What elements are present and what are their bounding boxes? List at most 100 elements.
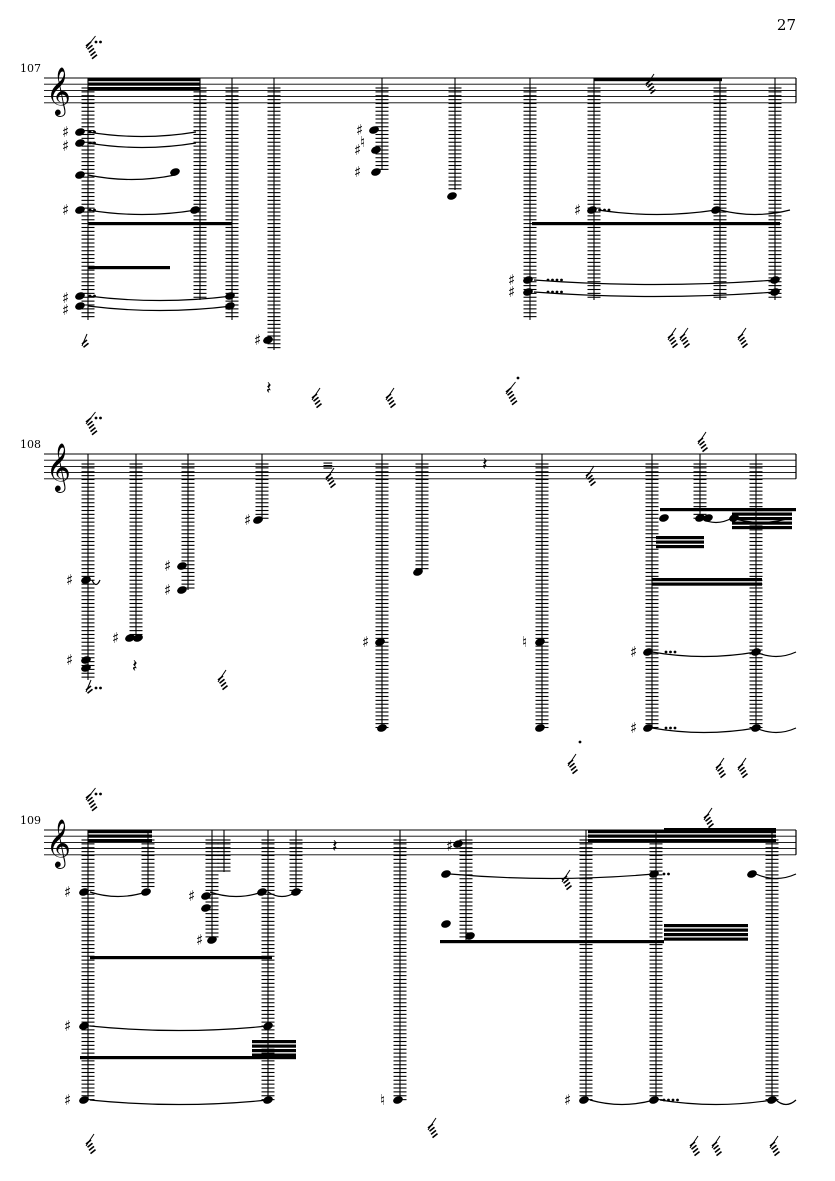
notehead bbox=[371, 146, 381, 154]
tie bbox=[87, 305, 233, 312]
beam bbox=[88, 839, 152, 843]
tremolo-chord: ≡ bbox=[322, 458, 334, 474]
flag bbox=[572, 768, 578, 775]
flag bbox=[563, 878, 569, 884]
augmentation-dot bbox=[93, 208, 96, 212]
flag-stem bbox=[85, 1133, 95, 1147]
notehead bbox=[377, 724, 387, 732]
treble-clef: 𝄞 bbox=[46, 66, 71, 117]
augmentation-dot bbox=[546, 278, 550, 282]
natural-sign: ♮ bbox=[360, 133, 365, 151]
tie bbox=[87, 142, 197, 149]
flag bbox=[740, 339, 747, 346]
sharp-sign: ♯ bbox=[112, 629, 119, 647]
flag-stem bbox=[567, 753, 577, 767]
notehead bbox=[747, 870, 757, 878]
flag-stem bbox=[505, 381, 516, 395]
notehead bbox=[535, 638, 545, 646]
tie bbox=[651, 727, 757, 734]
sharp-sign: ♯ bbox=[630, 719, 637, 737]
system-107-notes: ♯♯♯♯♯♯♯♯♯♯♯♯♮𝄽 bbox=[62, 73, 791, 409]
flag-stem bbox=[703, 807, 713, 821]
augmentation-dot bbox=[546, 290, 550, 294]
augmentation-dot bbox=[671, 1098, 675, 1102]
sharp-sign: ♯ bbox=[508, 283, 515, 301]
augmentation-dot bbox=[662, 872, 666, 876]
beam bbox=[252, 1040, 296, 1044]
flag bbox=[717, 766, 723, 772]
sharp-sign: ♯ bbox=[630, 643, 637, 661]
beam bbox=[88, 78, 200, 82]
flag bbox=[511, 400, 518, 406]
flag-stem bbox=[427, 1117, 437, 1131]
sharp-sign: ♯ bbox=[62, 123, 69, 141]
beam bbox=[88, 87, 200, 91]
augmentation-dot bbox=[88, 208, 92, 212]
flag bbox=[590, 480, 596, 487]
tie bbox=[91, 579, 101, 586]
augmentation-dot bbox=[673, 650, 677, 654]
augmentation-dot bbox=[99, 416, 102, 420]
augmentation-dot bbox=[99, 792, 102, 796]
notehead bbox=[75, 128, 85, 136]
measure-number: 107 bbox=[20, 62, 41, 75]
flag bbox=[648, 85, 655, 92]
augmentation-dot bbox=[93, 294, 96, 298]
flag bbox=[327, 476, 333, 482]
sharp-sign: ♯ bbox=[64, 1091, 71, 1109]
flag bbox=[88, 1145, 95, 1152]
flag bbox=[91, 430, 98, 436]
augmentation-dot bbox=[555, 290, 559, 294]
flag bbox=[681, 336, 687, 342]
sharp-sign: ♯ bbox=[188, 887, 195, 905]
flag-stem bbox=[711, 1135, 721, 1149]
notehead bbox=[371, 168, 381, 176]
natural-sign: ♮ bbox=[380, 1091, 385, 1109]
flag-stem bbox=[645, 73, 655, 87]
flag bbox=[432, 1132, 438, 1139]
flag bbox=[387, 396, 393, 402]
flag bbox=[716, 1150, 722, 1157]
notehead bbox=[587, 206, 597, 214]
notehead bbox=[523, 288, 533, 296]
flag bbox=[87, 1142, 93, 1148]
beam bbox=[732, 517, 792, 521]
flag bbox=[702, 446, 708, 453]
notehead bbox=[447, 192, 457, 200]
flag bbox=[564, 881, 571, 888]
flag bbox=[220, 681, 227, 688]
tie bbox=[755, 727, 797, 734]
flag-stem bbox=[561, 869, 571, 883]
flag-stem bbox=[737, 327, 747, 341]
tie bbox=[659, 1099, 773, 1106]
flag bbox=[692, 1147, 699, 1154]
notehead bbox=[369, 126, 379, 134]
sharp-sign: ♯ bbox=[62, 301, 69, 319]
notehead bbox=[201, 892, 211, 900]
notehead bbox=[81, 664, 91, 672]
flag-stem bbox=[679, 327, 689, 341]
flag bbox=[774, 1150, 780, 1157]
flag-stem bbox=[697, 431, 707, 445]
notehead bbox=[253, 516, 263, 524]
flag-stem bbox=[667, 327, 677, 341]
beam bbox=[652, 582, 762, 586]
notehead bbox=[643, 648, 653, 656]
flag bbox=[650, 88, 656, 95]
augmentation-dot bbox=[669, 726, 672, 730]
sharp-sign: ♯ bbox=[66, 651, 73, 669]
augmentation-dot bbox=[667, 872, 670, 876]
flag bbox=[714, 1147, 721, 1154]
tie bbox=[533, 291, 776, 298]
treble-clef: 𝄞 bbox=[46, 818, 71, 869]
beam bbox=[664, 928, 748, 932]
augmentation-dot bbox=[603, 208, 606, 212]
augmentation-dot bbox=[676, 1098, 679, 1102]
notehead bbox=[75, 302, 85, 310]
beam bbox=[88, 834, 152, 838]
sharp-sign: ♯ bbox=[508, 271, 515, 289]
system-108-notes: ♯♯♯♯♯♯♯♯♯♮𝄽𝄽≡ bbox=[66, 431, 797, 779]
music-system: 107 𝄞 bbox=[20, 35, 797, 117]
flag bbox=[316, 402, 322, 409]
sharp-sign: ♯ bbox=[254, 331, 261, 349]
